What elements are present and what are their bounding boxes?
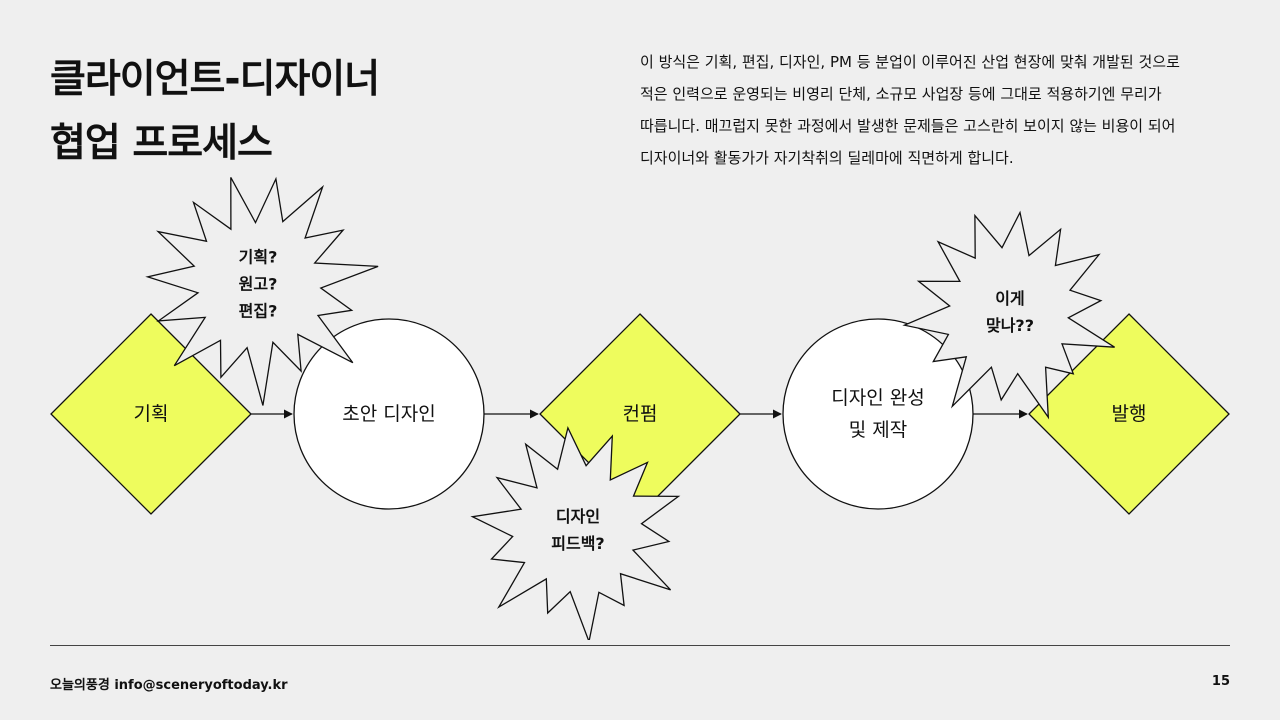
burst-callout-3-text-line-1: 이게 [995, 289, 1024, 308]
burst-shape-2 [470, 425, 681, 640]
burst-callout-3-text-line-2: 맞나?? [986, 316, 1034, 335]
flow-step-5: 발행 [1028, 313, 1230, 515]
burst-shape-3 [902, 210, 1115, 420]
burst-callout-1-text-line-3: 편집? [239, 302, 278, 321]
diamond-shape-5 [1028, 313, 1230, 515]
description: 이 방식은 기획, 편집, 디자인, PM 등 분업이 이루어진 산업 현장에 … [640, 46, 1240, 174]
flow-step-4: 디자인 완성및 제작 [782, 318, 974, 510]
burst-callout-2-text-line-1: 디자인 [556, 507, 600, 526]
diamond-shape-1 [50, 313, 252, 515]
page-title: 클라이언트-디자이너 협업 프로세스 [50, 48, 380, 176]
page-number: 15 [1211, 674, 1230, 689]
description-line-2: 적은 인력으로 운영되는 비영리 단체, 소규모 사업장 등에 그대로 적용하기… [640, 85, 1162, 103]
flow-step-1: 기획 [50, 313, 252, 515]
burst-shape-1 [145, 176, 379, 406]
flow-step-2-label-line-1: 초안 디자인 [342, 403, 435, 425]
burst-callout-1: 기획? 원고? 편집? [145, 176, 379, 406]
page-title-line-1: 클라이언트-디자이너 [50, 57, 380, 102]
description-line-3: 따릅니다. 매끄럽지 못한 과정에서 발생한 문제들은 고스란히 보이지 않는 … [640, 117, 1176, 135]
flow-step-2: 초안 디자인 [293, 318, 485, 510]
footer-divider [50, 645, 1230, 646]
circle-shape-4 [782, 318, 974, 510]
circle-shape-2 [293, 318, 485, 510]
flow-step-3-label-line-1: 컨펌 [623, 403, 658, 425]
flow-step-5-label-line-1: 발행 [1112, 403, 1147, 425]
page-title-line-2: 협업 프로세스 [50, 121, 273, 166]
flow-step-4-label-line-2: 및 제작 [849, 419, 907, 441]
burst-callout-1-text-line-1: 기획? [239, 247, 278, 266]
flow-step-4-label-line-1: 디자인 완성 [831, 387, 924, 409]
description-line-1: 이 방식은 기획, 편집, 디자인, PM 등 분업이 이루어진 산업 현장에 … [640, 53, 1180, 71]
burst-callout-2-text-line-2: 피드백? [551, 534, 604, 553]
burst-callout-1-text-line-2: 원고? [239, 275, 278, 294]
footer-contact: 오늘의풍경 info@sceneryoftoday.kr [50, 678, 288, 693]
description-line-4: 디자이너와 활동가가 자기착취의 딜레마에 직면하게 합니다. [640, 149, 1014, 167]
flow-step-1-label-line-1: 기획 [134, 403, 169, 425]
